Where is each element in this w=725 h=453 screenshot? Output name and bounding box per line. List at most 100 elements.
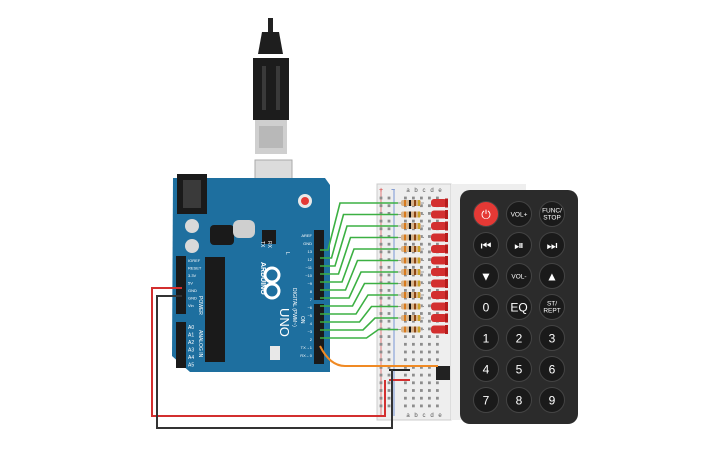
wire-signal[interactable] <box>320 328 398 339</box>
wire-signal[interactable] <box>320 317 398 331</box>
two-button[interactable]: 2 <box>506 325 532 351</box>
remote-button-label: ST/REPT <box>543 301 560 315</box>
remote-button-label: 1 <box>483 331 490 345</box>
resistor[interactable] <box>398 326 424 333</box>
capacitor <box>185 219 199 233</box>
wire-signal[interactable] <box>320 213 398 259</box>
four-button[interactable]: 4 <box>473 356 499 382</box>
rail-minus-label: − <box>391 187 395 194</box>
digital-pin-label: ~5 <box>307 313 312 318</box>
power-pin-label: Vin <box>188 303 194 308</box>
st-rept-button[interactable]: ST/REPT <box>539 294 565 320</box>
wire-signal[interactable] <box>320 248 398 283</box>
wire-5v[interactable] <box>151 287 386 417</box>
led[interactable] <box>431 210 448 219</box>
prev-button[interactable]: ⏮ <box>473 232 499 258</box>
digital-pin-label: ~11 <box>306 265 313 270</box>
led[interactable] <box>431 233 448 242</box>
eight-button[interactable]: 8 <box>506 387 532 413</box>
power-pin-label: RESET <box>188 266 202 271</box>
down-button[interactable]: ▼ <box>473 263 499 289</box>
arduino-logo-text: ARDUINO <box>259 262 266 295</box>
led[interactable] <box>431 302 448 311</box>
resistor[interactable] <box>398 234 424 241</box>
wire-signal[interactable] <box>320 282 398 307</box>
led[interactable] <box>431 221 448 231</box>
remote-button-label: 6 <box>549 362 556 376</box>
remote-button-label: ⏻ <box>481 207 491 221</box>
wire-signal[interactable] <box>320 305 398 323</box>
wire-signal[interactable] <box>320 259 398 291</box>
column-letter: b <box>414 188 418 194</box>
analog-pin-label: A5 <box>188 363 194 369</box>
resistor[interactable] <box>398 269 424 275</box>
column-letter: c <box>423 188 426 194</box>
power-header <box>176 256 186 314</box>
ir-receiver[interactable] <box>436 366 450 380</box>
power-pin-label: GND <box>188 296 197 301</box>
led[interactable] <box>431 198 448 208</box>
next-button[interactable]: ⏭ <box>539 232 565 258</box>
led[interactable] <box>431 267 448 277</box>
seven-button[interactable]: 7 <box>473 387 499 413</box>
digital-header-low <box>314 304 324 364</box>
power-button[interactable]: ⏻ <box>473 201 499 227</box>
play-pause-button[interactable]: ⏯ <box>506 232 532 258</box>
resistor[interactable] <box>398 246 424 252</box>
vol-up-button[interactable]: VOL+ <box>506 201 532 227</box>
one-button[interactable]: 1 <box>473 325 499 351</box>
resistor[interactable] <box>398 200 424 206</box>
led[interactable] <box>431 313 448 323</box>
wire-signal[interactable] <box>320 202 398 251</box>
column-letter: a <box>406 188 410 194</box>
func-stop-button[interactable]: FUNC/STOP <box>539 201 565 227</box>
column-letter: c <box>423 413 426 419</box>
resistor[interactable] <box>398 211 424 218</box>
eq-button[interactable]: EQ <box>506 294 532 320</box>
leds <box>431 198 448 334</box>
resistor[interactable] <box>398 315 424 321</box>
column-letter: a <box>406 413 410 419</box>
five-button[interactable]: 5 <box>506 356 532 382</box>
remote-button-label: 3 <box>549 331 556 345</box>
led[interactable] <box>431 256 448 265</box>
led[interactable] <box>431 279 448 288</box>
six-button[interactable]: 6 <box>539 356 565 382</box>
digital-pin-label: 12 <box>308 257 313 262</box>
zero-button[interactable]: 0 <box>473 294 499 320</box>
column-letter: e <box>438 413 442 419</box>
wire-gnd[interactable] <box>156 295 393 429</box>
led[interactable] <box>431 325 448 334</box>
up-button[interactable]: ▲ <box>539 263 565 289</box>
digital-pin-label: ~3 <box>307 329 312 334</box>
digital-pin-label: RX←0 <box>300 353 313 358</box>
wire-signal[interactable] <box>320 236 398 275</box>
wire-signal[interactable] <box>320 294 398 315</box>
resistor[interactable] <box>398 257 424 264</box>
remote-button-label: 0 <box>483 300 490 314</box>
digital-pin-label: 13 <box>308 249 313 254</box>
wire-signal[interactable] <box>320 225 398 267</box>
analog-header <box>176 322 186 368</box>
resistor[interactable] <box>398 292 424 298</box>
digital-label: DIGITAL (PWM~) <box>291 288 297 327</box>
analog-pin-label: A0 <box>188 325 194 331</box>
nine-button[interactable]: 9 <box>539 387 565 413</box>
resistor[interactable] <box>398 303 424 310</box>
remote-button-label: ▼ <box>480 269 492 283</box>
usb-cable[interactable] <box>253 18 293 207</box>
resistor[interactable] <box>398 280 424 287</box>
wire-ir-signal[interactable] <box>319 345 438 367</box>
analog-pin-label: A3 <box>188 348 194 354</box>
remote-button-label: ⏮ <box>481 238 492 252</box>
wire-signal[interactable] <box>320 271 398 299</box>
column-letter: d <box>430 413 433 419</box>
vol-down-button[interactable]: VOL- <box>506 263 532 289</box>
led[interactable] <box>431 290 448 300</box>
three-button[interactable]: 3 <box>539 325 565 351</box>
resistor[interactable] <box>398 223 424 229</box>
led[interactable] <box>431 244 448 254</box>
